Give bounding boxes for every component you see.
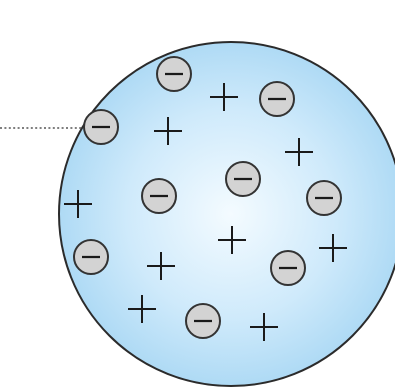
electron [260,82,294,116]
electron [84,110,118,144]
electron [271,251,305,285]
electron [157,57,191,91]
electron [74,240,108,274]
electron [186,304,220,338]
positive-sphere [59,42,395,386]
electron [307,181,341,215]
electron [142,179,176,213]
electron [226,162,260,196]
